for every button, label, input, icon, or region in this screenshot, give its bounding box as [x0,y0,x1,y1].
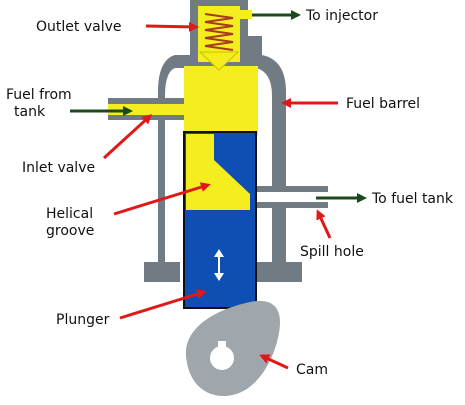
label-helical-groove-line1: Helical [46,206,93,222]
motion-arrow-up [214,249,224,257]
label-inlet-valve: Inlet valve [22,160,95,176]
plunger [183,131,257,309]
label-fuel-from-tank-line1: Fuel from [6,87,72,103]
motion-arrow-down [214,273,224,281]
inlet-fuel [108,104,188,115]
valve-spring [204,13,234,51]
label-helical-groove-line2: groove [46,223,94,239]
label-fuel-from-tank-line2: tank [14,104,46,120]
plunger-arrow [119,289,207,320]
outlet-valve-arrow [145,21,199,32]
outlet-valve-cone [198,51,240,71]
fuel-chamber [184,66,258,136]
cam [185,300,280,397]
outlet-channel [238,10,252,19]
labels: Outlet valve To injector Fuel from tank … [6,8,454,378]
label-to-injector: To injector [305,8,378,24]
inlet-valve-arrow [102,113,153,160]
label-outlet-valve: Outlet valve [36,19,121,35]
label-plunger: Plunger [56,312,110,328]
label-fuel-barrel: Fuel barrel [346,96,420,112]
label-cam: Cam [296,362,328,378]
pointer-arrows [70,10,367,370]
cam-arrow [259,354,289,370]
spill-hole-channel [256,192,330,202]
label-spill-hole: Spill hole [300,244,364,260]
label-to-fuel-tank: To fuel tank [371,191,454,207]
spill-hole-arrow [316,209,332,239]
helical-groove-arrow [113,182,211,216]
fuel-barrel-shape [144,0,302,282]
cam-hole [210,346,234,370]
cam-keyway [218,341,226,349]
cam-lobe [185,300,280,397]
